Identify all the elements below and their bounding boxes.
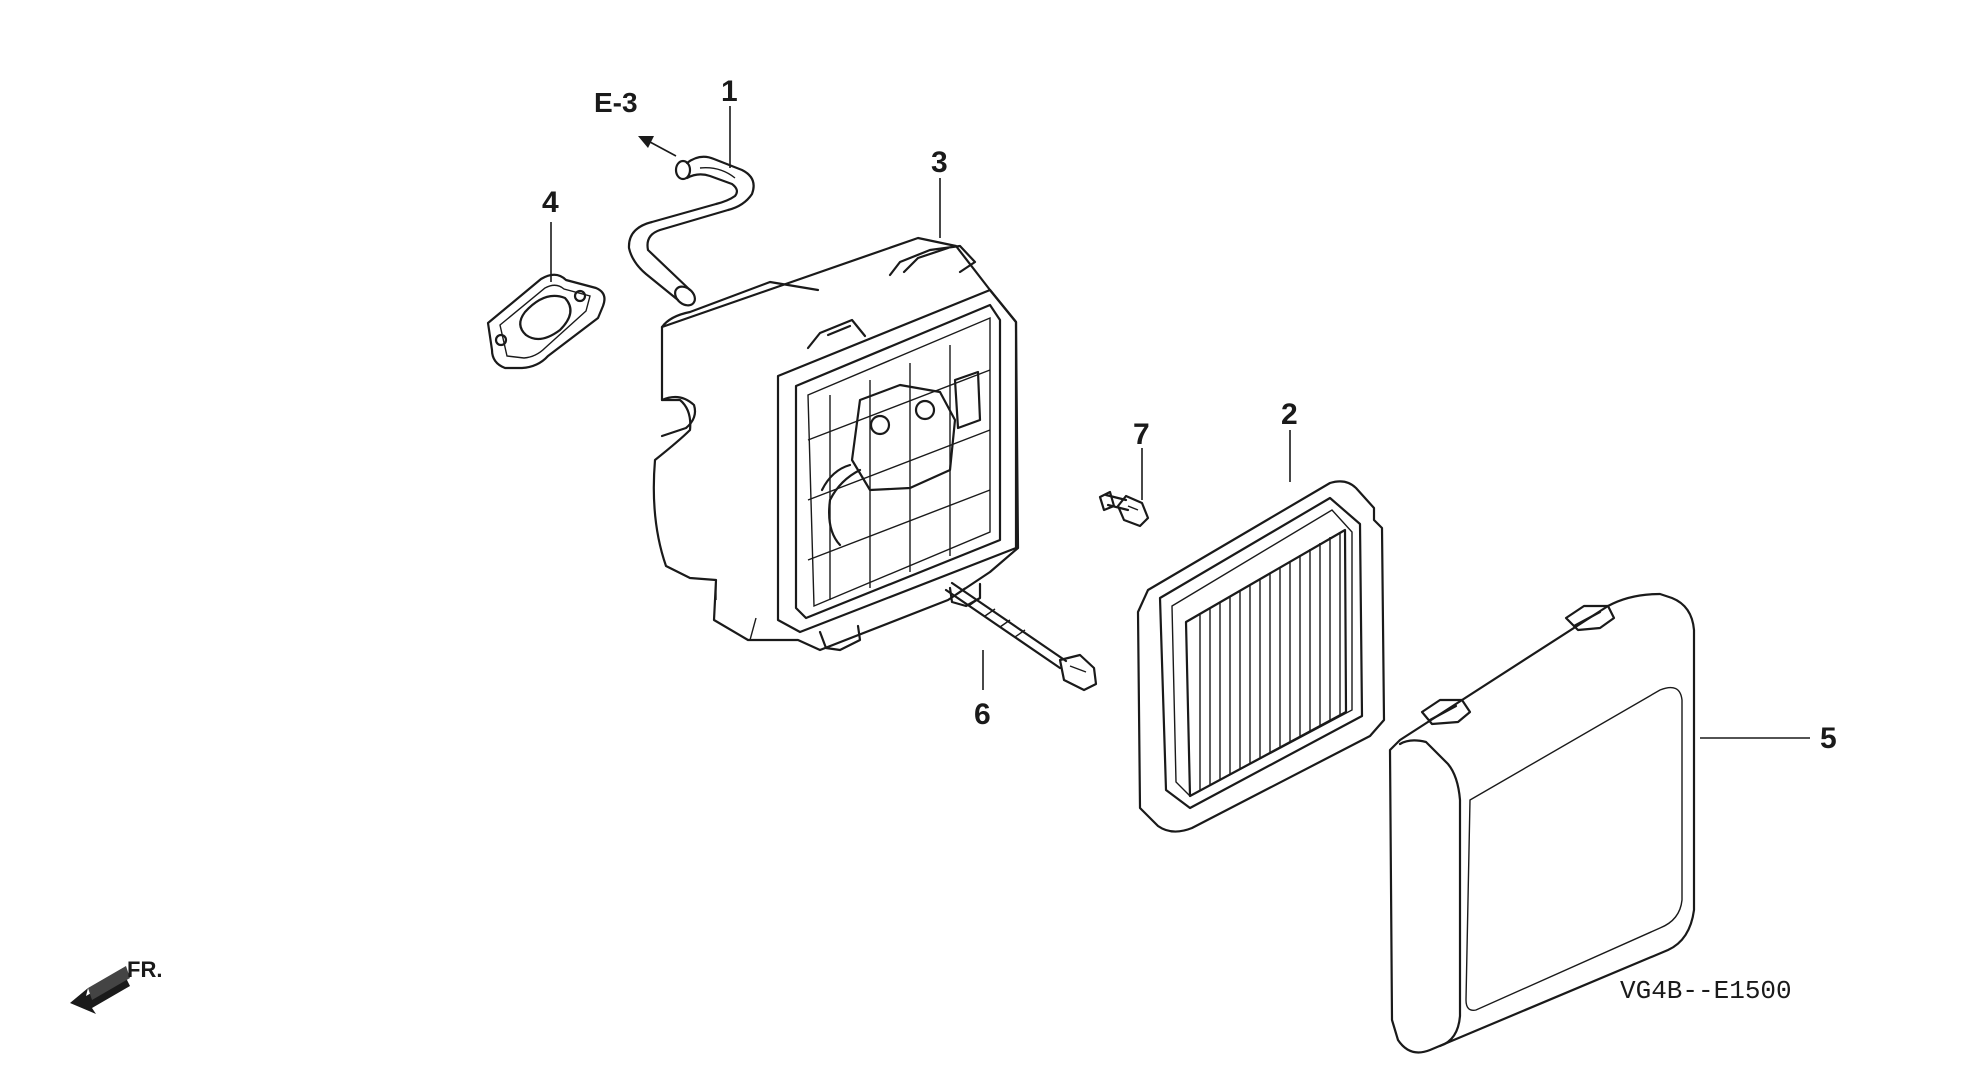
- callout-7: 7: [1133, 418, 1150, 451]
- callout-1: 1: [721, 75, 738, 108]
- air-cleaner-cover-part-5: [1388, 592, 1696, 1054]
- breather-tube-part-1: [627, 155, 755, 307]
- reference-arrow-icon: [638, 136, 654, 148]
- callout-3: 3: [931, 146, 948, 179]
- reference-leader: [649, 141, 677, 157]
- front-arrow-icon: [70, 966, 130, 1014]
- front-indicator-label: FR.: [127, 957, 162, 982]
- drawing-code: VG4B--E1500: [1620, 976, 1792, 1006]
- air-cleaner-case-part-3: [652, 236, 1020, 652]
- air-filter-part-2: [1136, 480, 1386, 833]
- bolt-part-7: [1098, 490, 1150, 528]
- long-bolt-part-6: [944, 581, 1098, 692]
- callout-5: 5: [1820, 722, 1837, 755]
- reference-label: E-3: [594, 87, 638, 118]
- callout-4: 4: [542, 186, 559, 219]
- callout-2: 2: [1281, 398, 1298, 431]
- callout-6: 6: [974, 698, 991, 731]
- gasket-part-4: [486, 273, 606, 370]
